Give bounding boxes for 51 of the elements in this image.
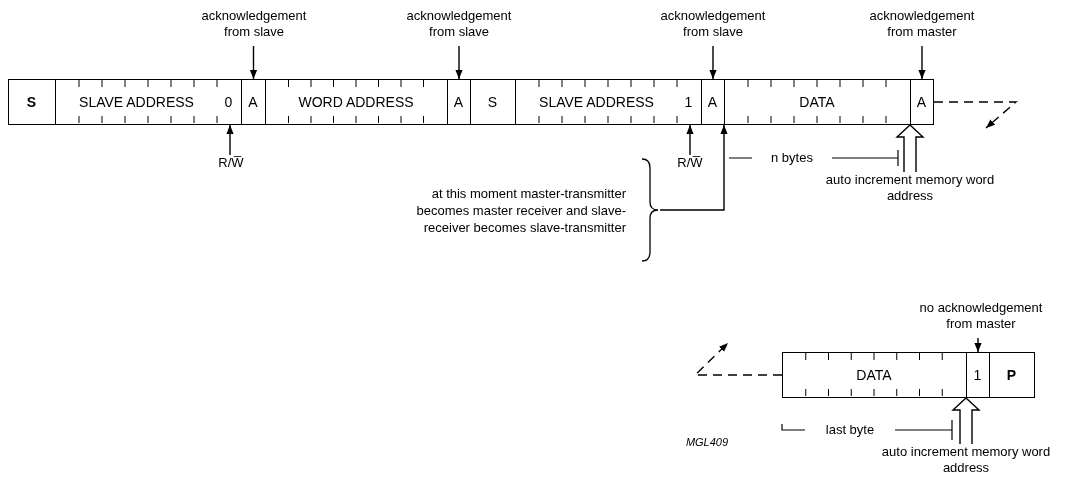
arrow (659, 124, 728, 211)
field-label: SLAVE ADDRESS (538, 93, 655, 112)
annotation-text: acknowledgement from slave (394, 8, 524, 42)
field-label: DATA (798, 93, 836, 112)
bit-value: 1 (683, 93, 694, 112)
annotation-text: no acknowledgement from master (906, 300, 1056, 334)
ack-bit-field (910, 79, 934, 125)
annotation-text: auto increment memory word address (820, 172, 1000, 206)
field-label: S (486, 93, 499, 112)
ack-bit-field (701, 79, 725, 125)
ack-bit-field (966, 352, 990, 398)
stop-bit-field (989, 352, 1035, 398)
arrow (455, 45, 463, 80)
arrow (918, 45, 926, 80)
field-label: WORD ADDRESS (297, 93, 415, 112)
dimension-label: last byte (805, 422, 895, 438)
annotation-text: acknowledgement from master (857, 8, 987, 42)
bit-value: 0 (223, 93, 234, 112)
data-byte-field (724, 79, 911, 125)
note-text: at this moment master-transmitter becomes master receiver and slave-receiver becomes slave-transmitter (415, 184, 626, 236)
field-label: S (25, 93, 38, 112)
field-label: 1 (972, 366, 983, 385)
annotation-text: acknowledgement from slave (648, 8, 778, 42)
dimension-label: n bytes (752, 150, 832, 166)
field-label: A (706, 93, 719, 112)
continuation-arrow (933, 101, 1018, 129)
address-byte-field (265, 79, 448, 125)
field-label: A (452, 93, 465, 112)
hollow-arrow (895, 124, 925, 173)
start-bit-field (470, 79, 516, 125)
arrow (226, 124, 234, 156)
address-byte-field (515, 79, 702, 125)
annotation-text: R/W̅ (672, 155, 708, 173)
hollow-arrow (951, 397, 981, 445)
field-label: A (915, 93, 928, 112)
arrow (974, 337, 982, 353)
field-label: A (247, 93, 259, 112)
field-label: P (1005, 366, 1018, 385)
ack-bit-field (241, 79, 266, 125)
annotation-text: auto increment memory word address (876, 444, 1056, 478)
arrow (686, 124, 694, 156)
ack-bit-field (447, 79, 471, 125)
data-byte-field (782, 352, 967, 398)
annotation-text: acknowledgement from slave (189, 8, 319, 42)
field-label: SLAVE ADDRESS (78, 93, 195, 112)
address-byte-field (55, 79, 242, 125)
arrow (249, 45, 258, 80)
field-label: DATA (855, 366, 893, 385)
start-bit-field (8, 79, 56, 125)
arrow (709, 45, 717, 80)
annotation-text: R/W̅ (213, 155, 249, 173)
